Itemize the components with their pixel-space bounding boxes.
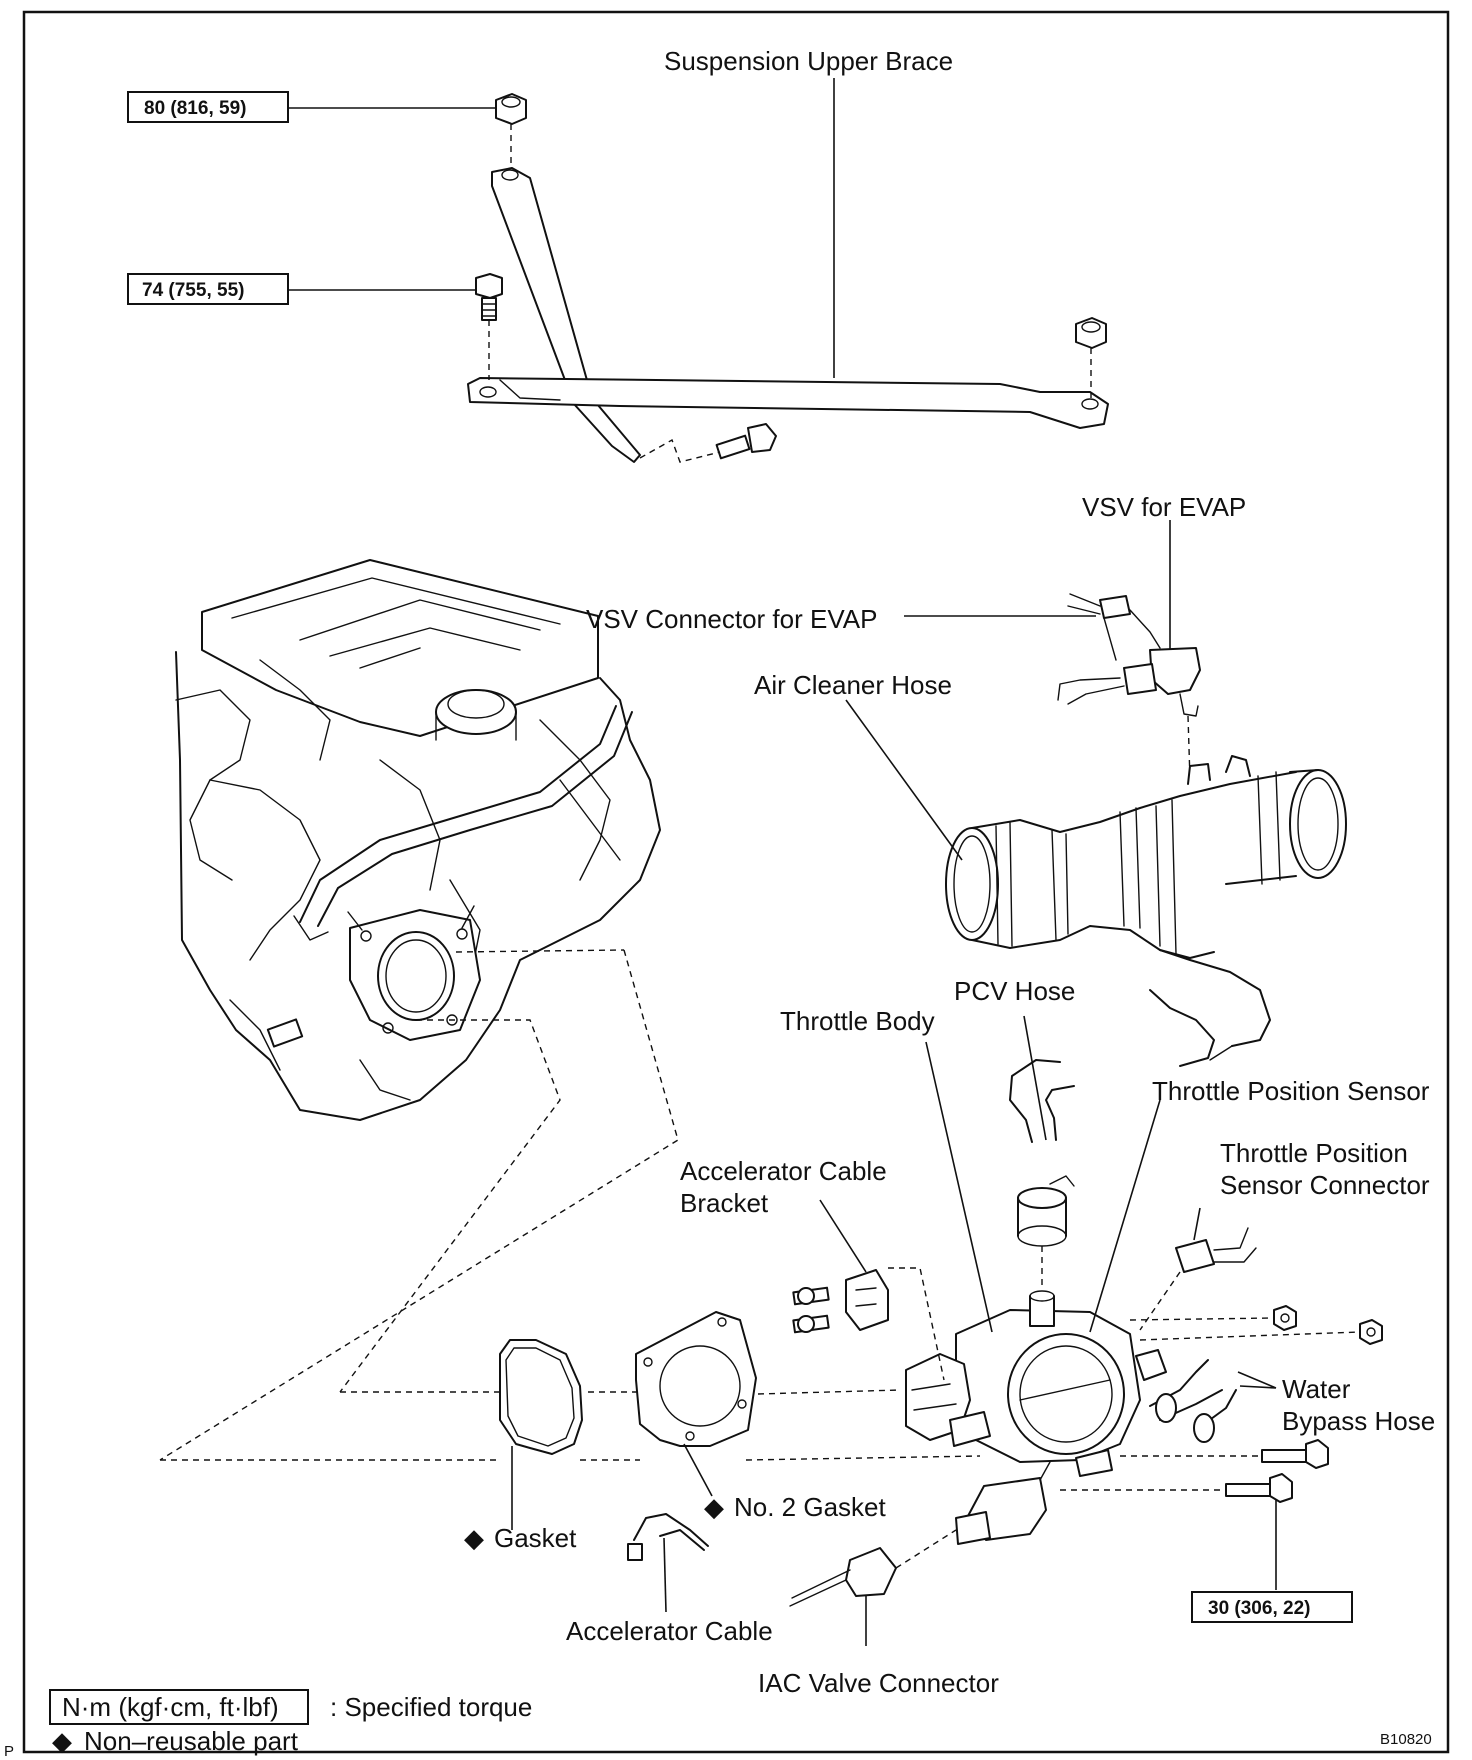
label-vsv-for-evap: VSV for EVAP — [1082, 492, 1246, 522]
right-bolts — [1225, 1439, 1329, 1503]
torque-box-80 — [127, 91, 289, 123]
label-water-bypass-line2: Bypass Hose — [1282, 1406, 1435, 1436]
page-letter: P — [4, 1743, 14, 1760]
water-bypass-hose — [1149, 1359, 1237, 1443]
label-throttle-body: Throttle Body — [780, 1006, 935, 1036]
accelerator-cable-bracket — [845, 1269, 889, 1331]
legend-unit: N·m (kgf·cm, ft·lbf) — [62, 1692, 279, 1722]
torque-30: 30 (306, 22) — [1208, 1598, 1310, 1619]
legend-specified-torque: : Specified torque — [330, 1692, 532, 1722]
pcv-hose — [1009, 1059, 1075, 1247]
right-nuts — [1273, 1305, 1383, 1345]
label-iac-valve-connector: IAC Valve Connector — [758, 1668, 999, 1698]
figure-code: B10820 — [1380, 1731, 1432, 1748]
brace-bolt-lower — [715, 423, 777, 460]
brace-bolt-left — [475, 273, 503, 321]
brace-nut-top-left — [495, 93, 527, 125]
label-gasket-diamond: ◆ — [464, 1523, 484, 1553]
legend-non-reusable: Non–reusable part — [84, 1726, 299, 1756]
label-throttle-position-sensor: Throttle Position Sensor — [1152, 1076, 1430, 1106]
throttle-body — [905, 1290, 1167, 1545]
tps-connector — [1175, 1227, 1257, 1273]
label-accelerator-cable: Accelerator Cable — [566, 1616, 773, 1646]
torque-box-74 — [127, 273, 289, 305]
legend-diamond-icon: ◆ — [52, 1726, 72, 1756]
bracket-bolts — [792, 1286, 830, 1334]
torque-74: 74 (755, 55) — [142, 280, 244, 301]
iac-valve-connector — [789, 1547, 897, 1607]
label-accelerator-cable-bracket-line1: Accelerator Cable — [680, 1156, 887, 1186]
suspension-upper-brace — [467, 167, 1109, 463]
label-water-bypass-line1: Water — [1282, 1374, 1351, 1404]
no2-gasket — [635, 1311, 757, 1447]
air-cleaner-hose — [945, 755, 1347, 1067]
figure-frame — [22, 10, 1450, 1754]
label-no2-gasket-diamond: ◆ — [704, 1492, 724, 1522]
label-air-cleaner-hose: Air Cleaner Hose — [754, 670, 952, 700]
brace-nut-right — [1075, 317, 1107, 349]
vsv-for-evap — [1057, 593, 1201, 717]
torque-box-30 — [1191, 1591, 1353, 1623]
label-no2-gasket: No. 2 Gasket — [734, 1492, 887, 1522]
engine-assembly — [175, 559, 661, 1121]
label-suspension-upper-brace: Suspension Upper Brace — [664, 46, 953, 76]
legend-unit-box — [49, 1689, 309, 1725]
gasket — [499, 1339, 583, 1455]
label-tps-connector-line2: Sensor Connector — [1220, 1170, 1430, 1200]
torque-80: 80 (816, 59) — [144, 98, 246, 119]
label-vsv-connector-for-evap: VSV Connector for EVAP — [586, 604, 877, 634]
label-pcv-hose: PCV Hose — [954, 976, 1075, 1006]
label-gasket: Gasket — [494, 1523, 577, 1553]
label-accelerator-cable-bracket-line2: Bracket — [680, 1188, 769, 1218]
label-tps-connector-line1: Throttle Position — [1220, 1138, 1408, 1168]
accelerator-cable-part — [627, 1513, 709, 1561]
